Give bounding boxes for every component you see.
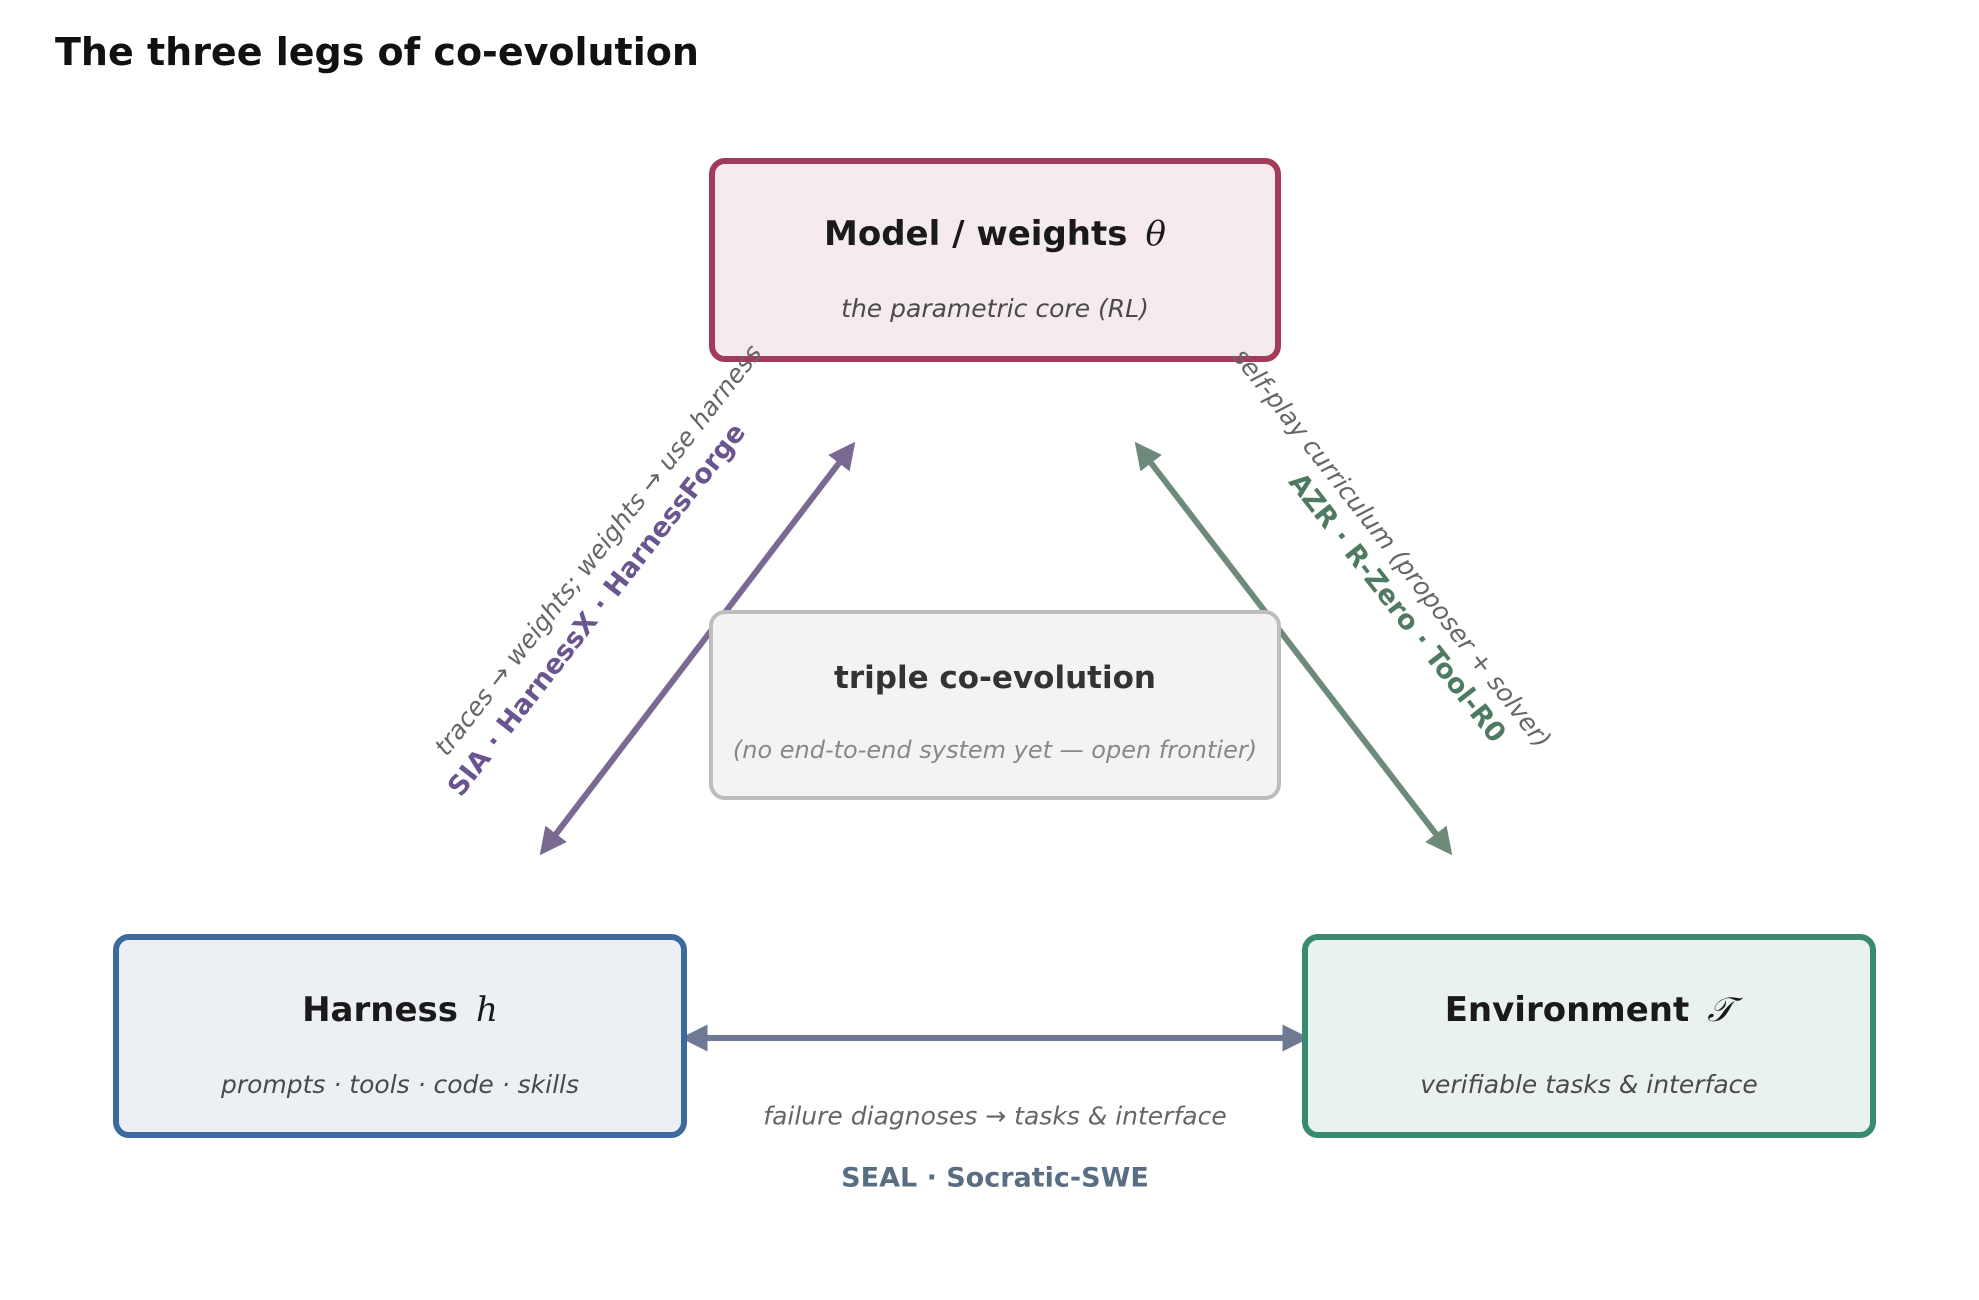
harness-node: Harness h prompts · tools · code · skills xyxy=(113,934,687,1138)
model-node-subtitle: the parametric core (RL) xyxy=(841,294,1149,323)
arrow-harness-model xyxy=(539,441,856,856)
model-node-title: Model / weights θ xyxy=(715,214,1275,254)
harness-node-label: Harness xyxy=(302,990,458,1030)
environment-node-label: Environment xyxy=(1444,990,1690,1030)
harness-environment-edge-systems: SEAL · Socratic-SWE xyxy=(841,1162,1149,1194)
harness-node-title: Harness h xyxy=(119,990,681,1030)
harness-node-subtitle: prompts · tools · code · skills xyxy=(220,1070,580,1099)
model-node-label: Model / weights xyxy=(824,214,1128,254)
environment-node-title: Environment 𝒯 xyxy=(1308,990,1870,1030)
arrow-model-environment xyxy=(1134,441,1453,856)
environment-node: Environment 𝒯 verifiable tasks & interfac… xyxy=(1302,934,1876,1138)
model-weights-node: Model / weights θ the parametric core (RL… xyxy=(709,158,1281,362)
harness-node-symbol: h xyxy=(476,990,498,1030)
triple-coevolution-node: triple co-evolution (no end-to-end syste… xyxy=(709,610,1281,800)
environment-node-subtitle: verifiable tasks & interface xyxy=(1420,1070,1758,1099)
model-node-symbol: θ xyxy=(1145,214,1166,254)
environment-node-symbol: 𝒯 xyxy=(1707,990,1734,1030)
core-node-subtitle: (no end-to-end system yet — open frontie… xyxy=(732,736,1258,764)
diagram-title: The three legs of co-evolution xyxy=(55,30,699,74)
harness-environment-edge-description: failure diagnoses → tasks & interface xyxy=(763,1101,1227,1131)
core-node-title: triple co-evolution xyxy=(834,660,1156,696)
